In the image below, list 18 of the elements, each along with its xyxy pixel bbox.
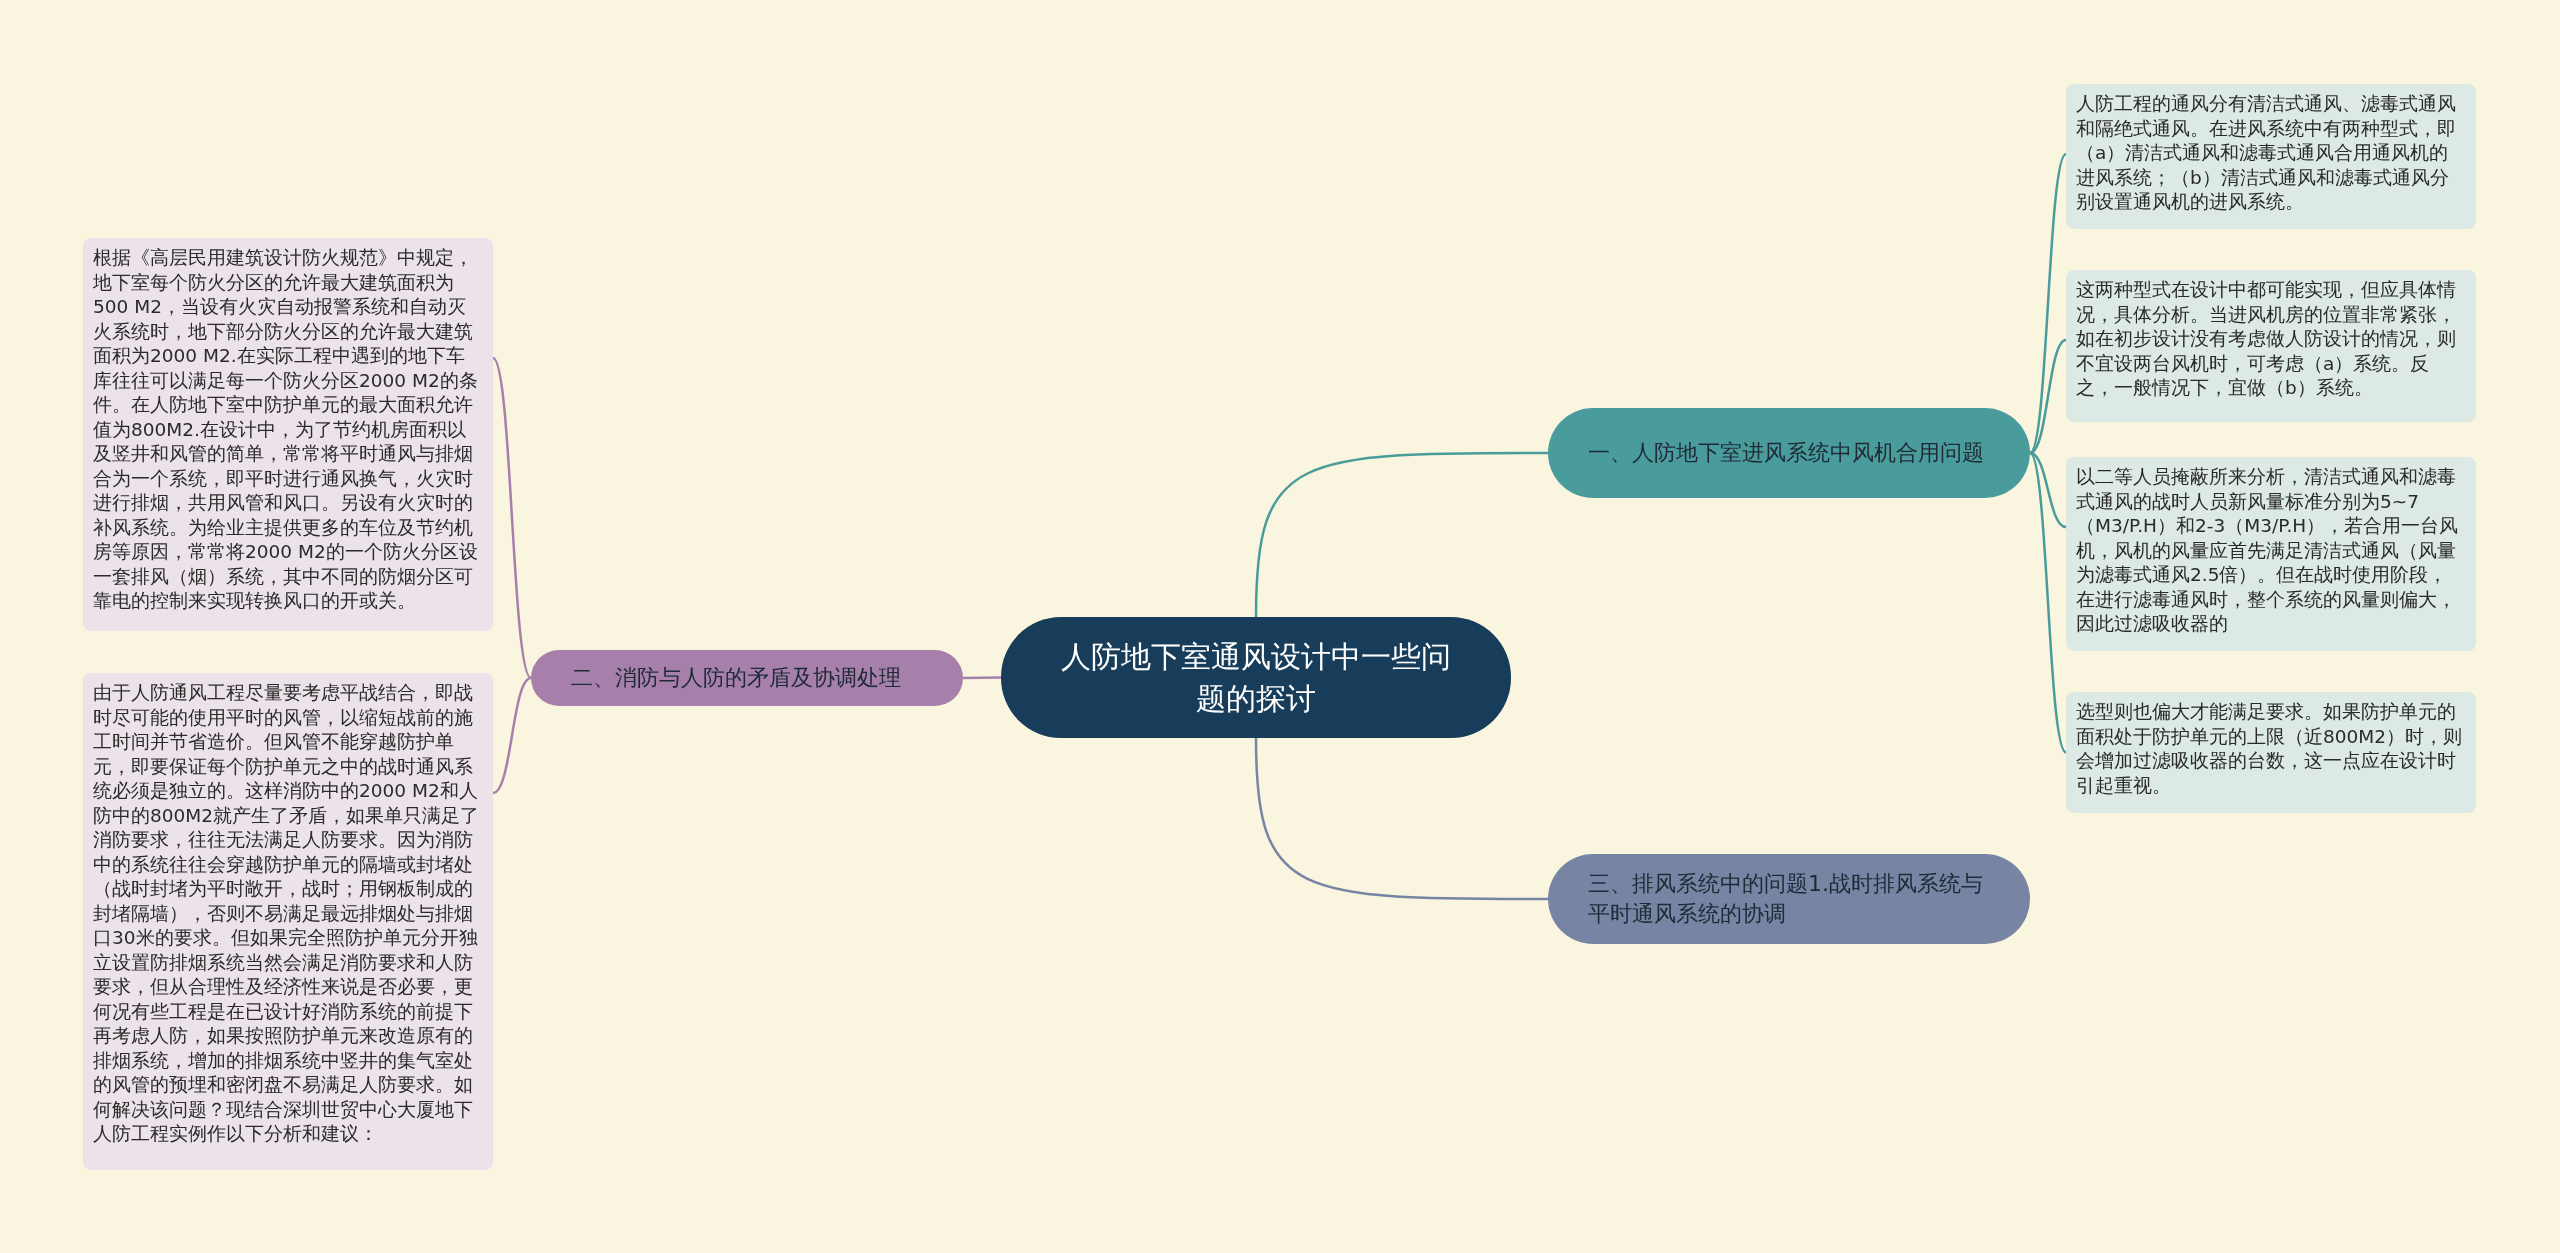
central-topic: 人防地下室通风设计中一些问题的探讨 bbox=[1001, 617, 1511, 738]
connector-line bbox=[963, 676, 1001, 680]
connector-line bbox=[1254, 451, 1548, 618]
connector-line bbox=[491, 357, 533, 679]
connector-line bbox=[1254, 737, 1548, 901]
note-card: 人防工程的通风分有清洁式通风、滤毒式通风和隔绝式通风。在进风系统中有两种型式，即（a）清洁式通风和滤毒式通风合用通风机的进风系统；（b）清洁式通风和滤毒式通风分别设置通风机的进风系统。 bbox=[2066, 84, 2476, 229]
connector-line bbox=[2028, 452, 2068, 754]
note-card: 这两种型式在设计中都可能实现，但应具体情况，具体分析。当进风机房的位置非常紧张，如在初步设计没有考虑做人防设计的情况，则不宜设两台风机时，可考虑（a）系统。反之，一般情况下，宜做（b）系统。 bbox=[2066, 270, 2476, 422]
note-card: 以二等人员掩蔽所来分析，清洁式通风和滤毒式通风的战时人员新风量标准分别为5~7（M3/P.H）和2-3（M3/P.H），若合用一台风机，风机的风量应首先满足清洁式通风（风量为滤毒式通风2.5倍）。但在战时使用阶段，在进行滤毒通风时，整个系统的风量则偏大，因此过滤吸收器的 bbox=[2066, 457, 2476, 651]
branch-topic: 一、人防地下室进风系统中风机合用问题 bbox=[1548, 408, 2030, 498]
note-card: 由于人防通风工程尽量要考虑平战结合，即战时尽可能的使用平时的风管，以缩短战前的施工时间并节省造价。但风管不能穿越防护单元，即要保证每个防护单元之中的战时通风系统必须是独立的。这样消防中的2000 M2和人防中的800M2就产生了矛盾，如果单只满足了消防要求，往往无法满足人防要求。因为消防中的系统往往会穿越防护单元的隔墙或封堵处（战时封堵为平时敞开，战时；用钢板制成的封堵隔墙），否则不易满足最远排烟处与排烟口30米的要求。但如果完全照防护单元分开独立设置防排烟系统当然会满足消防要求和人防要求，但从合理性及经济性来说是否必要，更何况有些工程是在已设计好消防系统的前提下再考虑人防，如果按照防护单元来改造原有的排烟系统，增加的排烟系统中竖井的集气室处的风管的预埋和密闭盘不易满足人防要求。如何解决该问题？现结合深圳世贸中心大厦地下人防工程实例作以下分析和建议： bbox=[83, 673, 493, 1170]
connector-line bbox=[2029, 338, 2067, 455]
connector-line bbox=[492, 676, 532, 795]
note-card: 根据《高层民用建筑设计防火规范》中规定，地下室每个防火分区的允许最大建筑面积为500 M2，当设有火灾自动报警系统和自动灭火系统时，地下部分防火分区的允许最大建筑面积为2000 M2.在实际工程中遇到的地下车库往往可以满足每一个防火分区2000 M2的条件。在人防地下室中防护单元的最大面积允许值为800M2.在设计中，为了节约机房面积以及竖井和风管的简单，常常将平时通风与排烟合为一个系统，即平时进行通风换气，火灾时进行排烟，共用风管和风口。另设有火灾时的补风系统。为给业主提供更多的车位及节约机房等原因，常常将2000 M2的一个防火分区设一套排风（烟）系统，其中不同的防烟分区可靠电的控制来实现转换风口的开或关。 bbox=[83, 238, 493, 631]
branch-topic: 二、消防与人防的矛盾及协调处理 bbox=[531, 650, 963, 706]
connector-line bbox=[2029, 451, 2067, 529]
branch-topic: 三、排风系统中的问题1.战时排风系统与平时通风系统的协调 bbox=[1548, 854, 2030, 944]
note-card: 选型则也偏大才能满足要求。如果防护单元的面积处于防护单元的上限（近800M2）时，则会增加过滤吸收器的台数，这一点应在设计时引起重视。 bbox=[2066, 692, 2476, 813]
